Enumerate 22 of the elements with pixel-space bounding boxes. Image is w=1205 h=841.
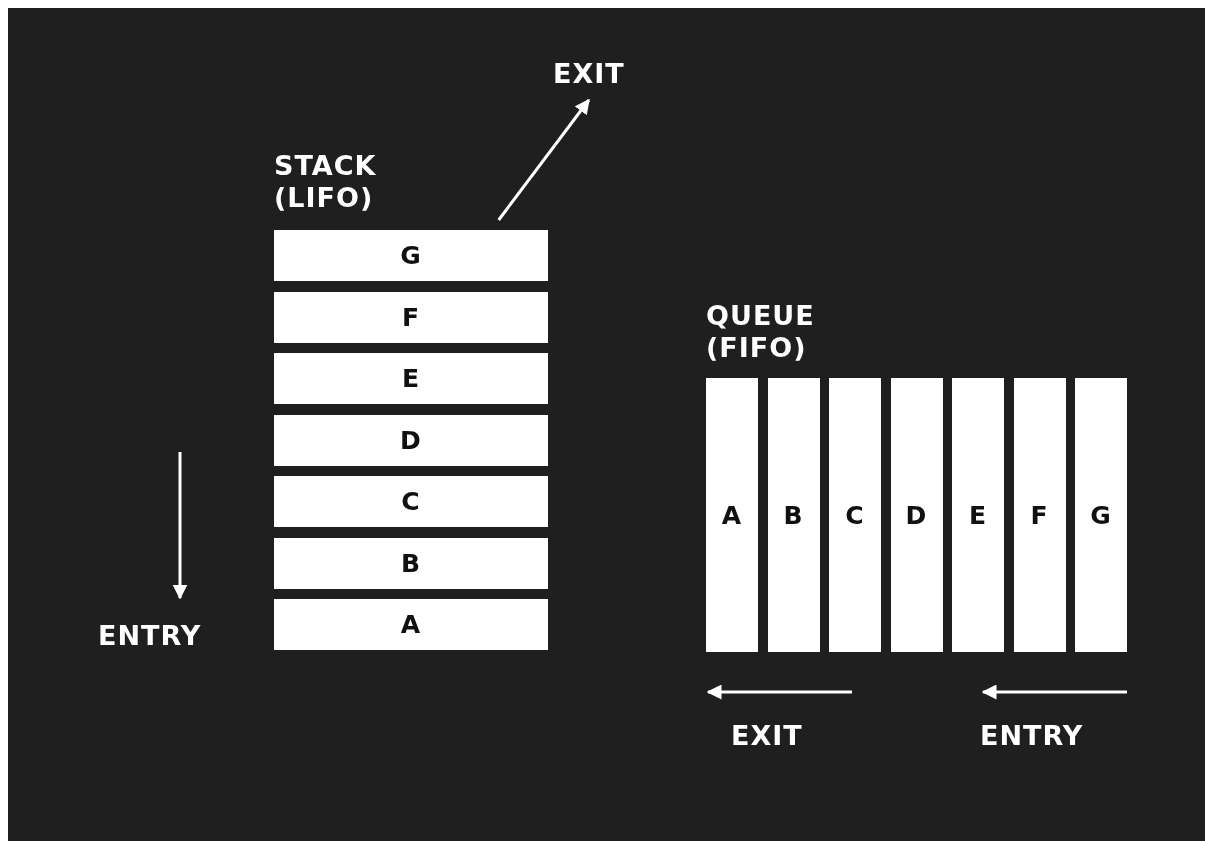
section-heading: QUEUE (FIFO) (706, 300, 816, 364)
queue-slot: C (829, 378, 881, 652)
queue-slot: D (890, 378, 943, 652)
queue-slot: A (706, 378, 758, 652)
exit-label: EXIT (731, 720, 803, 752)
stack-slot: A (274, 599, 548, 650)
queue-slot: E (952, 378, 1004, 652)
queue-slot: B (767, 378, 820, 652)
exit-label: EXIT (553, 58, 625, 90)
stack-slot: F (274, 291, 548, 343)
stack-slot: B (274, 537, 548, 589)
queue-slot: F (1013, 378, 1066, 652)
stack-slot: E (274, 353, 548, 404)
queue-slot: G (1075, 378, 1127, 652)
arrow (172, 452, 188, 600)
entry-label: ENTRY (980, 720, 1084, 752)
stack-slot: C (274, 476, 548, 527)
stack-slot: G (274, 230, 548, 281)
stack-slot: D (274, 414, 548, 466)
entry-label: ENTRY (98, 620, 202, 652)
arrow (497, 98, 591, 221)
section-heading: STACK (LIFO) (274, 150, 378, 214)
